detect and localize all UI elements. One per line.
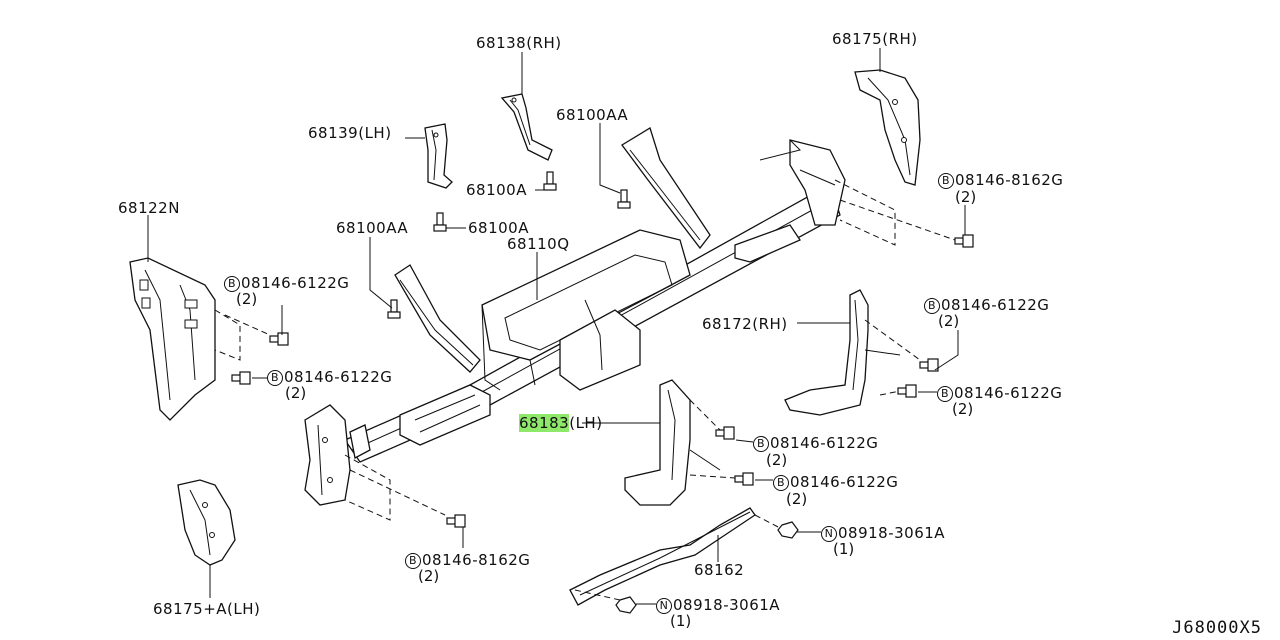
callout-f2-code: 08146-6122G	[241, 274, 350, 292]
bolt-68100a-upper[interactable]	[543, 171, 557, 191]
bolt-badge-icon: B	[924, 298, 940, 314]
label-68100aa-left[interactable]: 68100AA	[336, 219, 409, 237]
bolt-badge-icon: B	[937, 386, 953, 402]
nut-f8[interactable]	[777, 521, 799, 539]
callout-f10-qty: (1)	[670, 612, 692, 630]
label-68183-side: (LH)	[569, 414, 603, 432]
bar-68162[interactable]	[569, 507, 756, 606]
label-68175a-lh[interactable]: 68175+A(LH)	[153, 600, 261, 618]
bracket-68175-rh[interactable]	[854, 69, 921, 186]
label-68172-rh[interactable]: 68172(RH)	[702, 315, 788, 333]
callout-f3-code: 08146-6122G	[284, 368, 393, 386]
bracket-68138-rh[interactable]	[500, 93, 553, 161]
bolt-badge-icon: B	[267, 370, 283, 386]
label-68162[interactable]: 68162	[694, 561, 745, 579]
bolt-f1[interactable]	[954, 234, 974, 248]
callout-f6-qty: (2)	[766, 451, 788, 469]
label-68122n[interactable]: 68122N	[118, 199, 180, 217]
nut-f10[interactable]	[615, 596, 637, 614]
callout-f4-code: 08146-6122G	[941, 296, 1050, 314]
bracket-68183-lh[interactable]	[624, 379, 721, 506]
bolt-f7[interactable]	[734, 472, 754, 486]
callout-f2-qty: (2)	[236, 290, 258, 308]
label-68183-lh[interactable]: 68183(LH)	[519, 414, 603, 432]
label-68138-rh[interactable]: 68138(RH)	[476, 34, 562, 52]
callout-f10-code: 08918-3061A	[673, 596, 781, 614]
bracket-68172-rh[interactable]	[784, 289, 901, 416]
bolt-badge-icon: B	[224, 276, 240, 292]
alignment-lines	[214, 179, 956, 601]
cross-member-68110q[interactable]	[304, 127, 846, 506]
diagram-reference-code: J68000X5	[1172, 618, 1262, 638]
callout-f3-qty: (2)	[285, 384, 307, 402]
bolt-f9[interactable]	[446, 514, 466, 528]
callout-f8-code: 08918-3061A	[838, 524, 946, 542]
bolt-68100aa-left[interactable]	[387, 299, 401, 319]
label-68100aa-top[interactable]: 68100AA	[556, 106, 629, 124]
callout-f9-qty: (2)	[418, 567, 440, 585]
bolt-f4[interactable]	[919, 358, 939, 372]
label-68175-rh[interactable]: 68175(RH)	[832, 30, 918, 48]
leader-lines	[147, 48, 966, 605]
bolt-badge-icon: B	[938, 173, 954, 189]
callout-f8-qty: (1)	[833, 540, 855, 558]
fasteners	[231, 171, 974, 614]
callout-f5-qty: (2)	[952, 400, 974, 418]
nut-badge-icon: N	[821, 526, 837, 542]
bolt-f5[interactable]	[897, 384, 917, 398]
nut-badge-icon: N	[656, 598, 672, 614]
bracket-68175a-lh[interactable]	[177, 479, 236, 566]
bracket-68139-lh[interactable]	[424, 123, 453, 189]
bolt-f6[interactable]	[715, 426, 735, 440]
callout-f6-code: 08146-6122G	[770, 434, 879, 452]
bolt-68100a-lower[interactable]	[433, 212, 447, 232]
bolt-badge-icon: B	[773, 475, 789, 491]
bracket-68122n[interactable]	[129, 257, 216, 421]
bolt-68100aa-top[interactable]	[617, 189, 631, 209]
label-68100a-lower[interactable]: 68100A	[468, 219, 529, 237]
callout-f1-qty: (2)	[955, 188, 977, 206]
callout-f7-qty: (2)	[786, 490, 808, 508]
label-68110q[interactable]: 68110Q	[507, 235, 570, 253]
label-68139-lh[interactable]: 68139(LH)	[308, 124, 392, 142]
highlighted-part-number: 68183	[519, 414, 570, 432]
callout-f9-code: 08146-8162G	[422, 551, 531, 569]
callout-f4-qty: (2)	[938, 312, 960, 330]
bolt-f3[interactable]	[231, 371, 251, 385]
callout-f1-code: 08146-8162G	[955, 171, 1064, 189]
callout-f5-code: 08146-6122G	[954, 384, 1063, 402]
bolt-badge-icon: B	[753, 436, 769, 452]
label-68100a-upper[interactable]: 68100A	[466, 181, 527, 199]
bolt-badge-icon: B	[405, 553, 421, 569]
callout-f7-code: 08146-6122G	[790, 473, 899, 491]
bolt-f2[interactable]	[269, 332, 289, 346]
